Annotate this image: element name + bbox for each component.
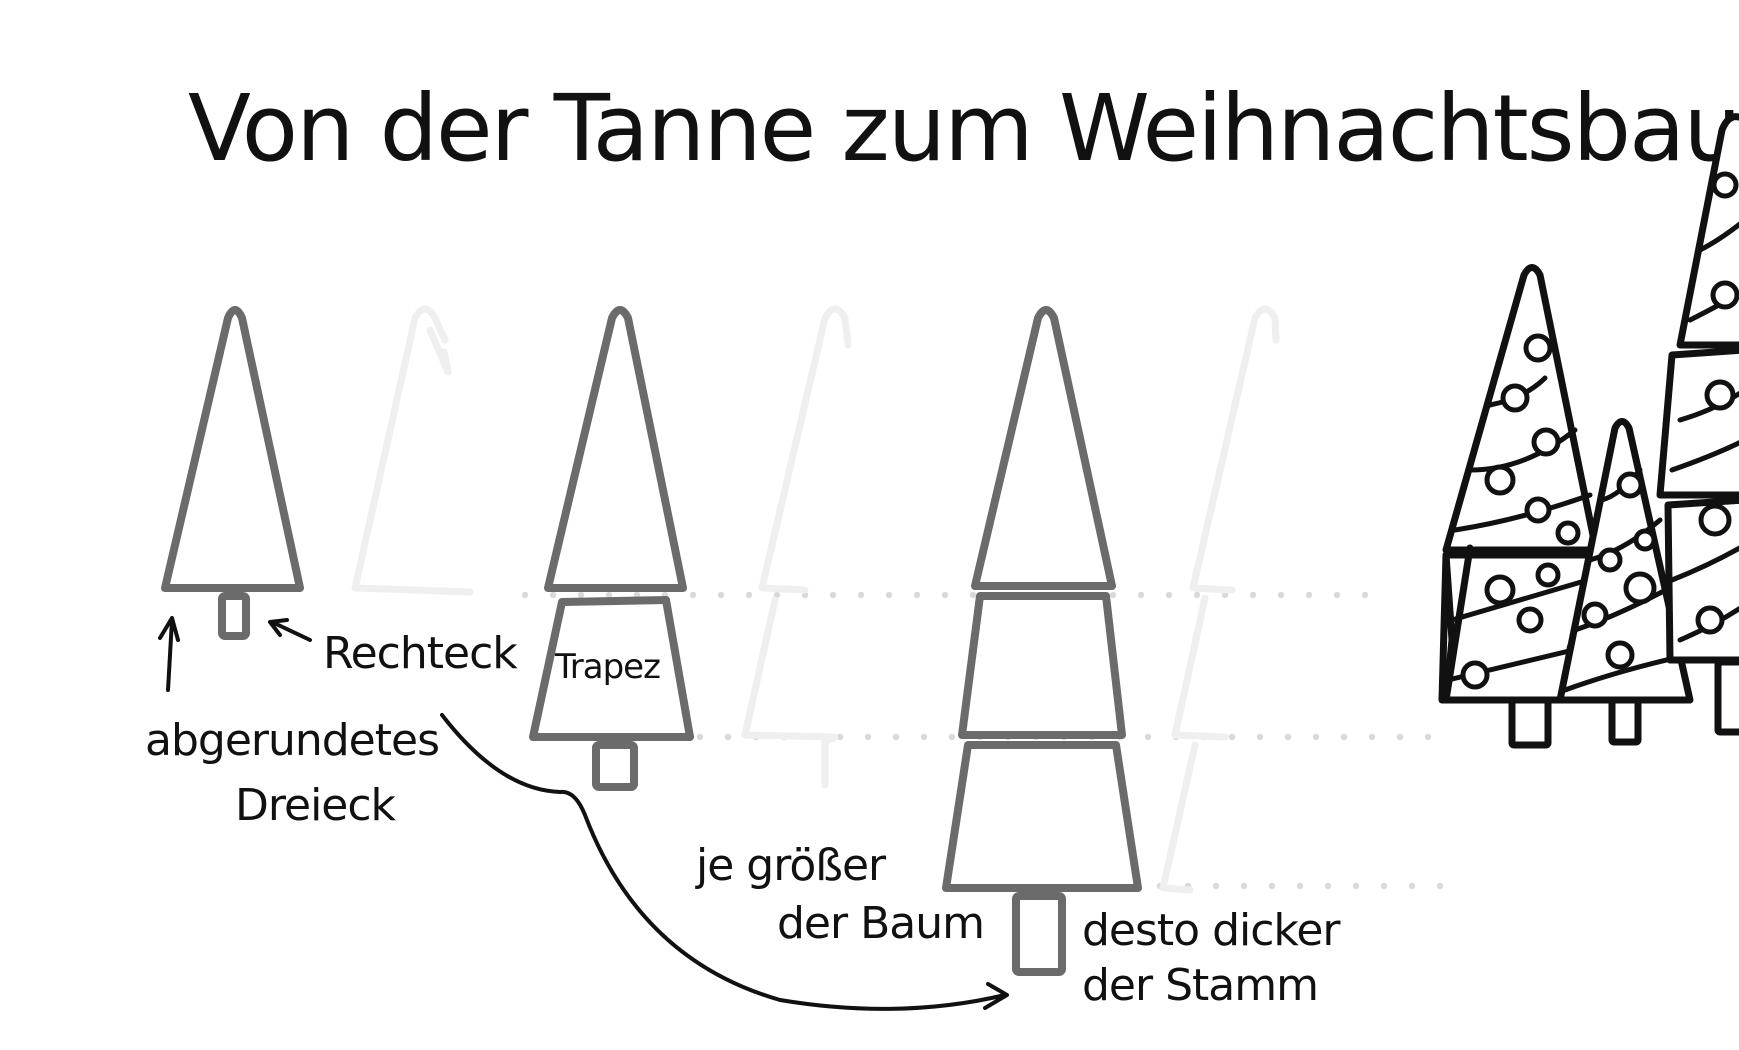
guide-dot [1396, 733, 1404, 741]
guide-dot [1268, 882, 1276, 890]
page-title: Von der Tanne zum Weihnachtsbaum [188, 75, 1739, 182]
guide-dot [1361, 591, 1369, 599]
guide-dot [1165, 591, 1173, 599]
step3-tree [942, 306, 1142, 976]
guide-dot [1212, 882, 1220, 890]
christmas-tree-icon-tall [1656, 113, 1739, 736]
guide-dot [857, 591, 865, 599]
guide-dot [836, 733, 844, 741]
guide-dot [864, 733, 872, 741]
guide-dot [1312, 733, 1320, 741]
rechteck-arrow [268, 618, 312, 642]
guide-dot [1240, 882, 1248, 890]
guide-dot [717, 591, 725, 599]
guide-dot [1368, 733, 1376, 741]
guide-dot [1424, 733, 1432, 741]
dreieck-arrow [158, 616, 180, 692]
guide-dot [1256, 733, 1264, 741]
guide-dot [1436, 882, 1444, 890]
abgerundetes-label: abgerundetes [145, 715, 439, 766]
guide-dot [1380, 882, 1388, 890]
je-groesser-label: je größer [695, 840, 887, 891]
guide-dot [745, 591, 753, 599]
guide-dot [605, 591, 613, 599]
size-arrow [440, 713, 1009, 1011]
trapez-label: Trapez [554, 647, 660, 687]
step1-tree [161, 306, 304, 640]
guide-dot [948, 733, 956, 741]
guide-dot [1284, 733, 1292, 741]
guide-dot [1296, 882, 1304, 890]
guide-dot [829, 591, 837, 599]
guide-dot [521, 591, 529, 599]
guide-dot [689, 591, 697, 599]
guide-dot [1408, 882, 1416, 890]
guide-dot [1221, 591, 1229, 599]
guide-dot [1324, 882, 1332, 890]
der-stamm-label: der Stamm [1082, 960, 1318, 1011]
guide-dot [1333, 591, 1341, 599]
guide-dot [1352, 882, 1360, 890]
der-baum-label: der Baum [777, 898, 984, 949]
guide-dot [913, 591, 921, 599]
ghost-tree-2 [741, 305, 852, 789]
guide-dot [892, 733, 900, 741]
dreieck-label: Dreieck [235, 780, 397, 831]
guide-dot [1277, 591, 1285, 599]
guide-dot [1340, 733, 1348, 741]
rechteck-label: Rechteck [323, 628, 518, 679]
guide-dot [1144, 733, 1152, 741]
guide-dot [1137, 591, 1145, 599]
desto-dicker-label: desto dicker [1082, 905, 1341, 956]
ghost-tree-1 [351, 305, 474, 596]
christmas-tree-icon-small [1556, 418, 1694, 746]
guide-dot [969, 591, 977, 599]
step2-tree [529, 306, 694, 791]
guide-dot [1193, 591, 1201, 599]
guide-dot [941, 591, 949, 599]
guide-dot [1305, 591, 1313, 599]
guide-dot [1228, 733, 1236, 741]
final-christmas-trees [1438, 113, 1739, 749]
guide-dot [724, 733, 732, 741]
guide-dot [920, 733, 928, 741]
guide-dot [696, 733, 704, 741]
guide-dot [549, 591, 557, 599]
guide-dot [1249, 591, 1257, 599]
guide-dot [1109, 591, 1117, 599]
ghost-tree-3 [1159, 305, 1280, 894]
guide-dot [885, 591, 893, 599]
guide-dot [577, 591, 585, 599]
